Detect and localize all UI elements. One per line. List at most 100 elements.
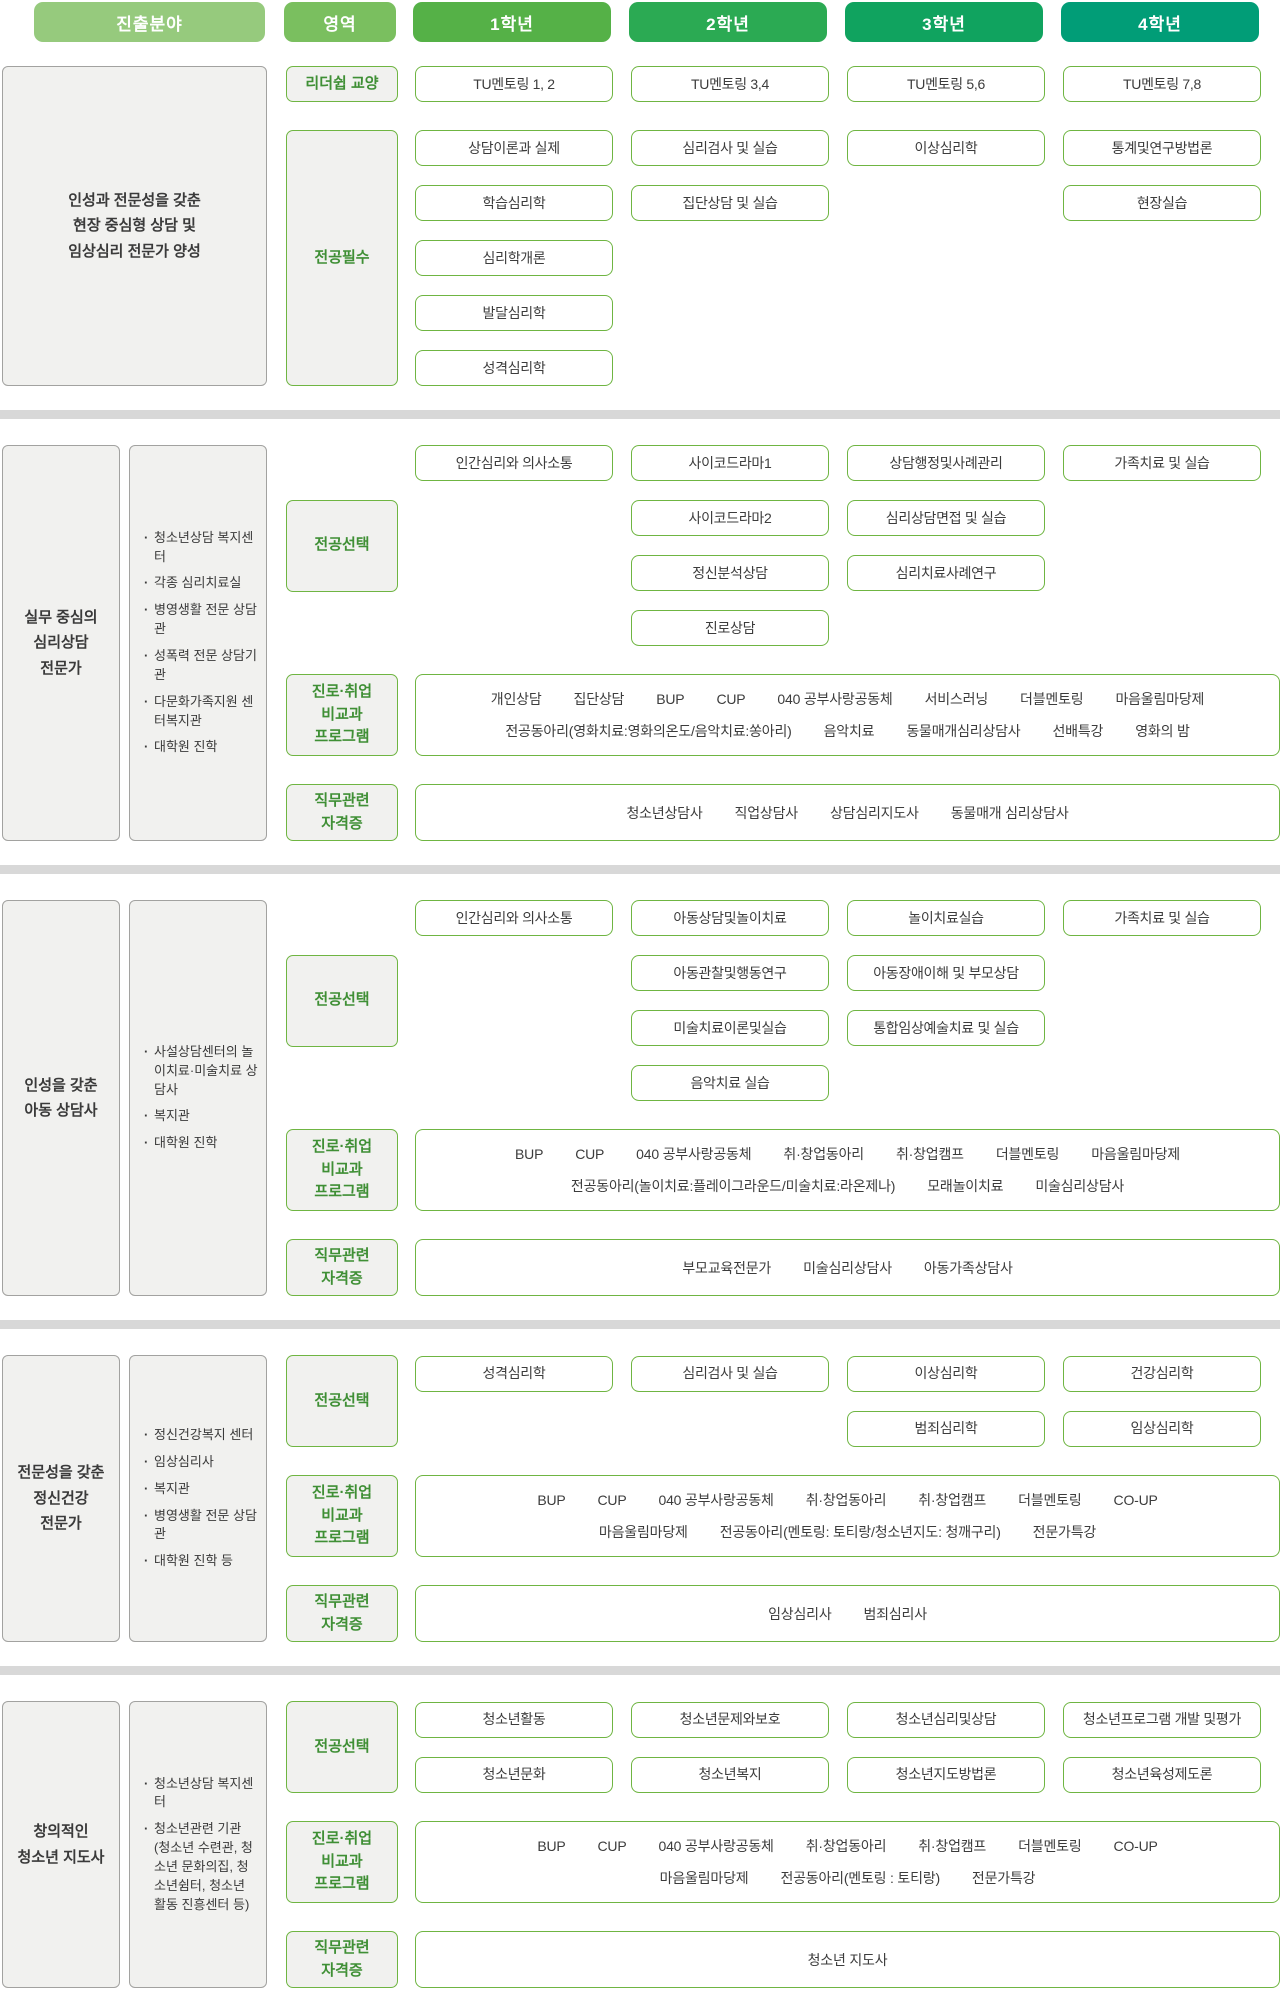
year-4-column: 가족치료 및 실습	[1063, 900, 1261, 1101]
career-field-column: 실무 중심의 심리상담 전문가청소년상담 복지센터각종 심리치료실병영생활 전문…	[2, 445, 267, 841]
course-box: 상담이론과 실제	[415, 130, 613, 166]
area-label-elective-majors: 전공선택	[286, 1701, 398, 1793]
course-box: 이상심리학	[847, 130, 1045, 166]
course-box: 인간심리와 의사소통	[415, 445, 613, 481]
certificate-item: 임상심리사	[768, 1605, 832, 1622]
career-paths-box: 정신건강복지 센터임상심리사복지관병영생활 전문 상담관대학원 진학 등	[129, 1355, 267, 1642]
area-label-certificates: 직무관련 자격증	[286, 1585, 398, 1642]
course-box: TU멘토링 1, 2	[415, 66, 613, 102]
course-box: 임상심리학	[1063, 1410, 1261, 1447]
course-box: 청소년프로그램 개발 및평가	[1063, 1701, 1261, 1738]
program-item: CO-UP	[1113, 1838, 1158, 1854]
year-1-column: 인간심리와 의사소통	[415, 445, 613, 646]
program-item: 취·창업캠프	[895, 1146, 964, 1162]
header-col-year-4: 4학년	[1061, 2, 1259, 42]
year-1-column: TU멘토링 1, 2	[415, 66, 613, 102]
header-row: 진출분야 영역 1학년 2학년 3학년 4학년	[2, 2, 1280, 42]
course-box: 이상심리학	[847, 1355, 1045, 1392]
course-box: 심리학개론	[415, 240, 613, 276]
course-box: 청소년활동	[415, 1701, 613, 1738]
program-item: 마음울림마당제	[598, 1524, 688, 1540]
course-box: 놀이치료실습	[847, 900, 1045, 936]
year-3-column: TU멘토링 5,6	[847, 66, 1045, 102]
career-field-column: 전문성을 갖춘 정신건강 전문가정신건강복지 센터임상심리사복지관병영생활 전문…	[2, 1355, 267, 1642]
header-col-area: 영역	[284, 2, 396, 42]
program-item: 마음울림마당제	[1115, 691, 1205, 707]
year-2-column: TU멘토링 3,4	[631, 66, 829, 102]
year-2-column: 심리검사 및 실습	[631, 1355, 829, 1447]
program-item: 더블멘토링	[995, 1146, 1060, 1162]
career-goal-box: 인성을 갖춘 아동 상담사	[2, 900, 120, 1296]
program-item: 040 공부사랑공동체	[658, 1492, 774, 1508]
career-field-column: 인성을 갖춘 아동 상담사사설상담센터의 놀이치료·미술치료 상담사복지관대학원…	[2, 900, 267, 1296]
section-divider	[0, 410, 1280, 419]
program-item: BUP	[515, 1146, 544, 1162]
course-box: 사이코드라마1	[631, 445, 829, 481]
header-col-year-1: 1학년	[413, 2, 611, 42]
course-box: 가족치료 및 실습	[1063, 445, 1261, 481]
career-path-item: 청소년상담 복지센터	[143, 1775, 258, 1813]
certificate-item: 범죄심리사	[863, 1605, 928, 1622]
certificate-item: 부모교육전문가	[682, 1259, 772, 1276]
career-field-column: 창의적인 청소년 지도사청소년상담 복지센터청소년관련 기관 (청소년 수련관,…	[2, 1701, 267, 1988]
course-box: TU멘토링 5,6	[847, 66, 1045, 102]
certificates-group: 직무관련 자격증 임상심리사 범죄심리사	[286, 1585, 1280, 1642]
program-item: CUP	[716, 691, 746, 707]
course-box: 상담행정및사례관리	[847, 445, 1045, 481]
program-item: 서비스러닝	[924, 691, 989, 707]
year-4-column: 가족치료 및 실습	[1063, 445, 1261, 646]
area-label-career-programs: 진로·취업 비교과 프로그램	[286, 1129, 398, 1211]
certificate-item: 동물매개 심리상담사	[950, 804, 1069, 821]
section-divider	[0, 1666, 1280, 1675]
course-box: 청소년지도방법론	[847, 1756, 1045, 1793]
course-box: 진로상담	[631, 610, 829, 646]
program-item: 영화의 밤	[1135, 723, 1190, 739]
course-box: 청소년문제와보호	[631, 1701, 829, 1738]
section-mental-health-expert: 전문성을 갖춘 정신건강 전문가정신건강복지 센터임상심리사복지관병영생활 전문…	[2, 1355, 1280, 1642]
course-box: 가족치료 및 실습	[1063, 900, 1261, 936]
course-box: 청소년심리및상담	[847, 1701, 1045, 1738]
course-box: 아동상담및놀이치료	[631, 900, 829, 936]
course-box: TU멘토링 7,8	[1063, 66, 1261, 102]
program-item: 040 공부사랑공동체	[636, 1146, 752, 1162]
wide-line: 임상심리사 범죄심리사	[426, 1604, 1269, 1624]
section-divider	[0, 865, 1280, 874]
section-divider	[0, 1320, 1280, 1329]
course-box: 심리치료사례연구	[847, 555, 1045, 591]
program-item: CO-UP	[1113, 1492, 1158, 1508]
program-item: 취·창업캠프	[918, 1838, 987, 1854]
program-item: 동물매개심리상담사	[906, 723, 1021, 739]
career-paths-box: 청소년상담 복지센터청소년관련 기관 (청소년 수련관, 청소년 문화의집, 청…	[129, 1701, 267, 1988]
career-goal-box: 창의적인 청소년 지도사	[2, 1701, 120, 1988]
program-item: 040 공부사랑공동체	[777, 691, 893, 707]
program-item: 음악치료	[823, 723, 875, 739]
career-path-item: 복지관	[143, 1107, 258, 1126]
year-1-column: 성격심리학	[415, 1355, 613, 1447]
program-item: 전공동아리(영화치료:영화의온도/음악치료:쏭아리)	[505, 723, 792, 739]
